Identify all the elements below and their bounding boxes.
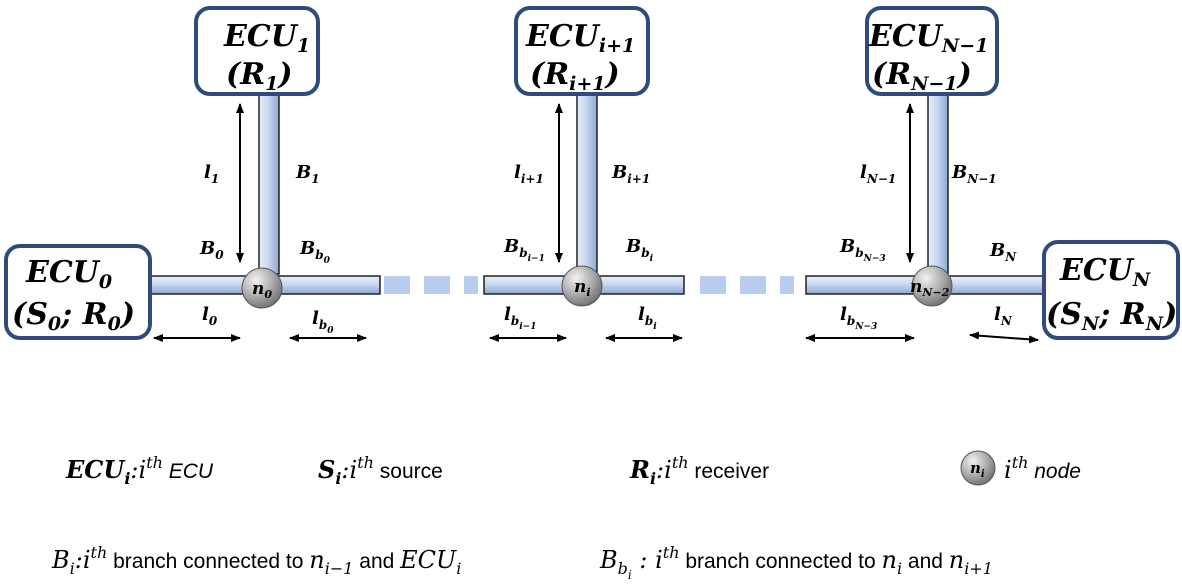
node-nN2: nN−2: [910, 265, 953, 307]
label-lbi1: lbi−1: [504, 304, 536, 332]
svg-text:ECU1: ECU1: [223, 19, 310, 57]
node-ni: ni: [561, 265, 603, 307]
label-li1: li+1: [514, 162, 544, 186]
label-lbi: lbi: [638, 304, 657, 332]
svg-text:ECUN: ECUN: [1059, 253, 1151, 291]
branch-B1: [258, 93, 280, 275]
svg-text:n0: n0: [252, 279, 272, 301]
svg-text:ith node: ith node: [1004, 453, 1081, 484]
label-B1: B1: [295, 162, 320, 186]
dashed-link-1: [384, 276, 478, 294]
svg-text:ECUN−1: ECUN−1: [868, 19, 988, 57]
svg-text:(R1): (R1): [226, 57, 293, 95]
label-B0: B0: [199, 238, 224, 262]
label-Bi1: Bi+1: [611, 162, 650, 186]
legend-bbranch: Bbi : ith branch connected to ni and ni+…: [599, 543, 993, 582]
label-BN1: BN−1: [951, 162, 997, 186]
label-Bbi: Bbi: [625, 236, 654, 264]
svg-text:ni: ni: [574, 277, 591, 299]
label-Bbi1: Bbi−1: [503, 236, 545, 264]
label-BbN3: BbN−3: [839, 236, 886, 264]
label-lN: lN: [994, 304, 1013, 328]
branch-BN1: [927, 93, 949, 275]
label-BN: BN: [989, 240, 1017, 264]
svg-text:ECUi+1: ECUi+1: [525, 19, 635, 57]
label-lbN3: lbN−3: [840, 304, 877, 332]
legend-branch: Bi:ith branch connected to ni−1 and ECUi: [51, 543, 461, 578]
legend-receiver: Ri:ith receiver: [629, 453, 769, 488]
legend-source: Si:ith source: [318, 453, 443, 488]
label-l1: l1: [204, 162, 219, 186]
label-lb0: lb0: [312, 308, 334, 336]
label-l0: l0: [202, 304, 218, 328]
label-lN1: lN−1: [860, 162, 896, 186]
ecu0-box: ECU0 (S0; R0): [4, 244, 152, 340]
dashed-link-2: [700, 276, 794, 294]
legend-node: ni ith node: [960, 450, 1081, 486]
ecu1-box: ECU1 (R1): [194, 6, 320, 96]
node-n0: n0: [241, 267, 283, 309]
svg-text:nN−2: nN−2: [910, 277, 950, 299]
length-arrow-lN: [969, 331, 1039, 344]
label-Bb0: Bb0: [299, 238, 331, 266]
ecu-n1-box: ECUN−1 (RN−1): [865, 6, 999, 96]
ecu-i1-box: ECUi+1 (Ri+1): [514, 6, 650, 96]
legend-ecu: ECUi:ith ECU: [65, 453, 214, 488]
branch-Bi1: [576, 93, 598, 275]
svg-text:(Ri+1): (Ri+1): [530, 57, 620, 95]
ecuN-box: ECUN (SN; RN): [1042, 240, 1180, 340]
svg-text:ni: ni: [970, 459, 985, 480]
svg-text:ECU0: ECU0: [25, 255, 112, 293]
